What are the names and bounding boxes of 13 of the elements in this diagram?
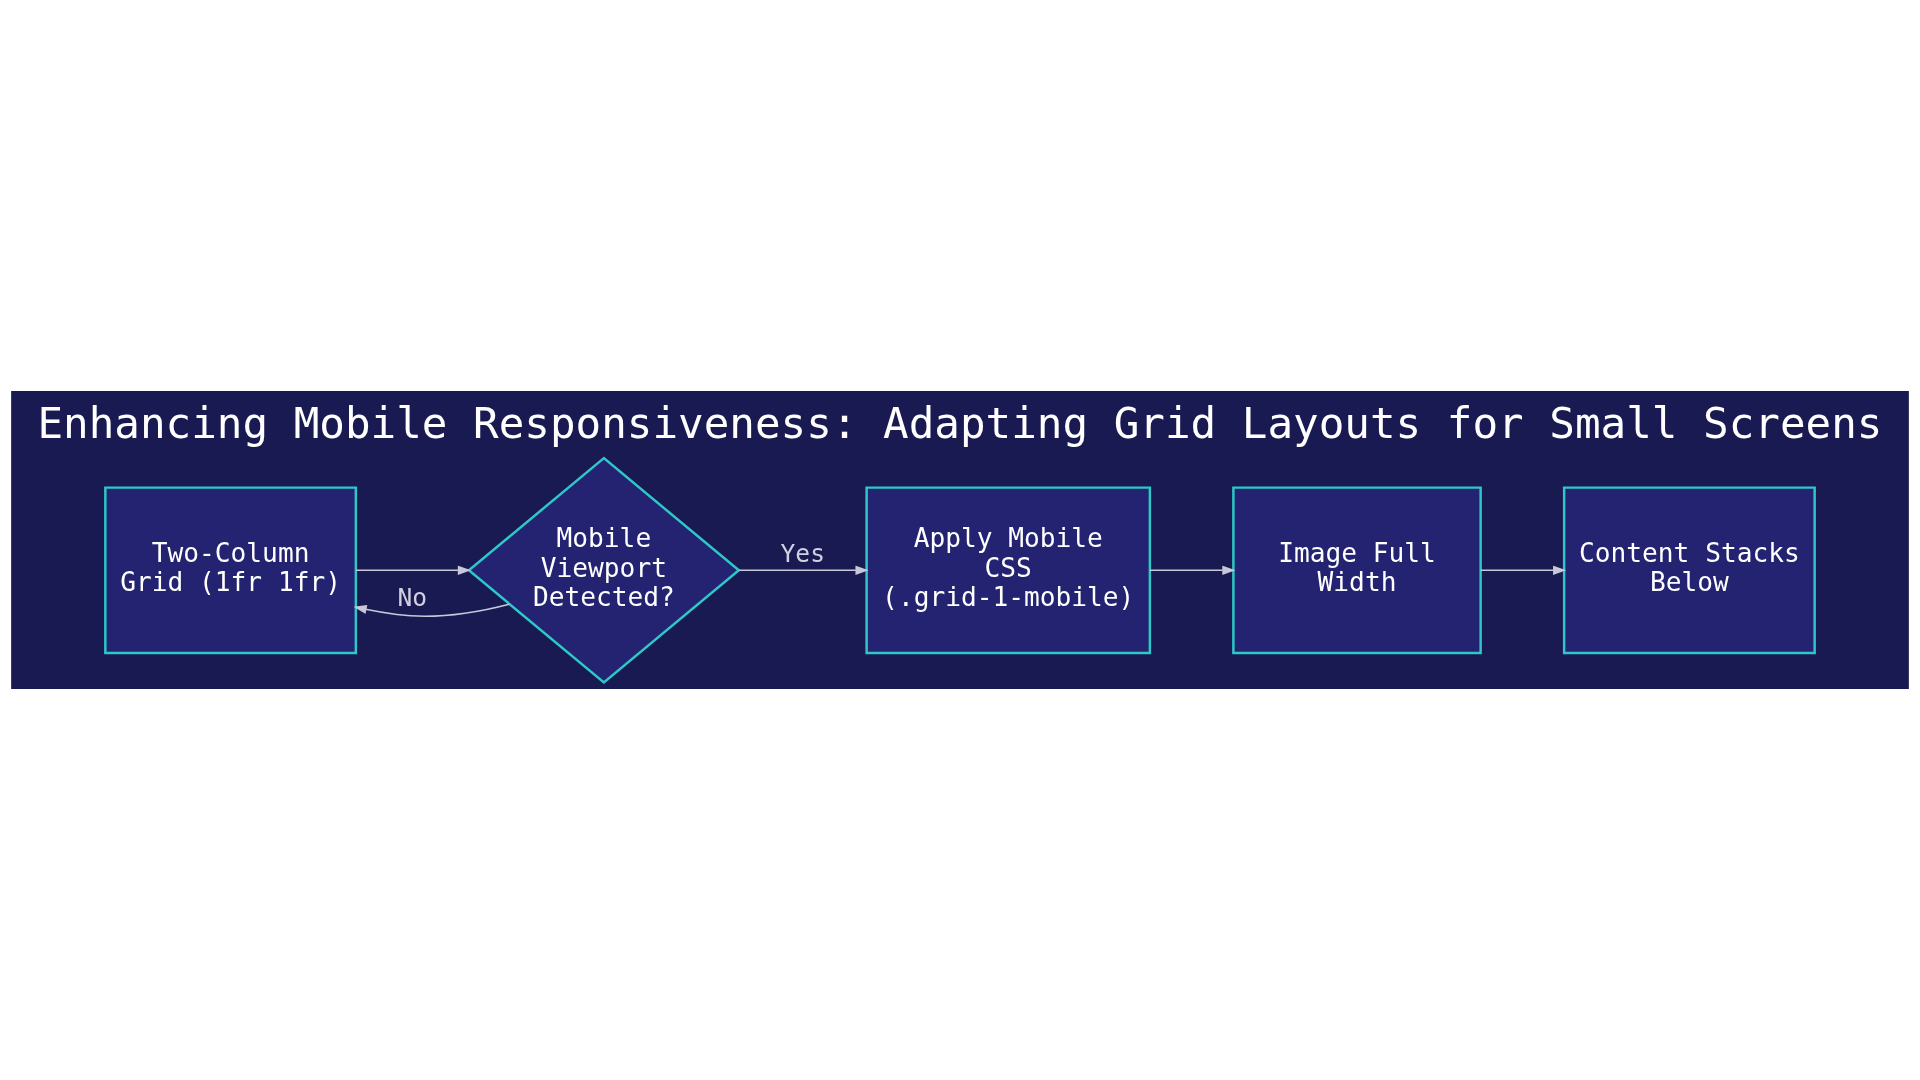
node-box: Apply Mobile CSS (.grid-1-mobile) [865, 486, 1152, 655]
node-box: Two-Column Grid (1fr 1fr) [104, 486, 358, 655]
arrow [1149, 565, 1236, 575]
diagram-title: Enhancing Mobile Responsiveness: Adapting Grid Layouts for Small Screens [37, 398, 1883, 449]
arrow [1479, 565, 1567, 575]
arrow [353, 603, 511, 618]
node-diamond: Mobile Viewport Detected? [467, 456, 741, 685]
edge-label: No [397, 583, 428, 613]
node-box: Content Stacks Below [1562, 486, 1816, 655]
arrow [738, 565, 869, 575]
arrow [355, 565, 471, 575]
edge-label: Yes [780, 539, 825, 569]
node-box: Image Full Width [1232, 486, 1482, 655]
